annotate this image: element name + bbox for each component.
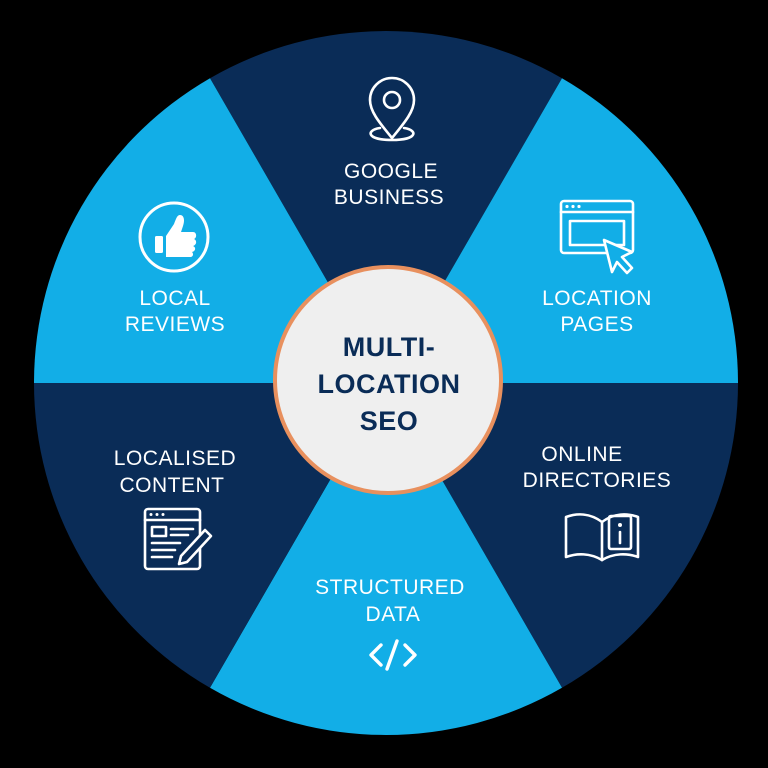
localised-content-label-line1: LOCALISED bbox=[114, 447, 236, 470]
center-title-line3: SEO bbox=[360, 406, 419, 436]
browser-dots bbox=[565, 204, 581, 209]
center-title-line1: MULTI- bbox=[343, 332, 435, 362]
google-business-label-line2: BUSINESS bbox=[334, 186, 444, 209]
document-dots bbox=[149, 513, 165, 516]
segment-structured-data bbox=[210, 383, 562, 735]
document-pen-icon bbox=[143, 507, 213, 571]
map-pin-icon bbox=[368, 76, 416, 142]
local-reviews-label-line1: LOCAL bbox=[139, 287, 210, 310]
center-title-line2: LOCATION bbox=[318, 369, 461, 399]
location-pages-label-line2: PAGES bbox=[560, 313, 633, 336]
info-dot bbox=[618, 523, 622, 527]
center-hub bbox=[273, 265, 503, 495]
code-icon bbox=[369, 639, 417, 671]
localised-content-label-line2: CONTENT bbox=[120, 474, 225, 497]
structured-data-label-line2: DATA bbox=[366, 603, 421, 626]
local-reviews-label-line2: REVIEWS bbox=[125, 313, 225, 336]
online-directories-label-line2: DIRECTORIES bbox=[523, 469, 672, 492]
online-directories-label-line1: ONLINE bbox=[541, 443, 622, 466]
segment-google-business bbox=[210, 31, 562, 384]
segment-online-directories bbox=[386, 383, 738, 688]
info-book-icon bbox=[564, 513, 640, 562]
thumbs-up-icon bbox=[138, 201, 210, 273]
segment-local-reviews bbox=[34, 78, 386, 383]
browser-cursor-icon bbox=[559, 199, 635, 275]
google-business-label-line1: GOOGLE bbox=[344, 160, 438, 183]
location-pages-label-line1: LOCATION bbox=[542, 287, 652, 310]
structured-data-label-line1: STRUCTURED bbox=[315, 576, 465, 599]
